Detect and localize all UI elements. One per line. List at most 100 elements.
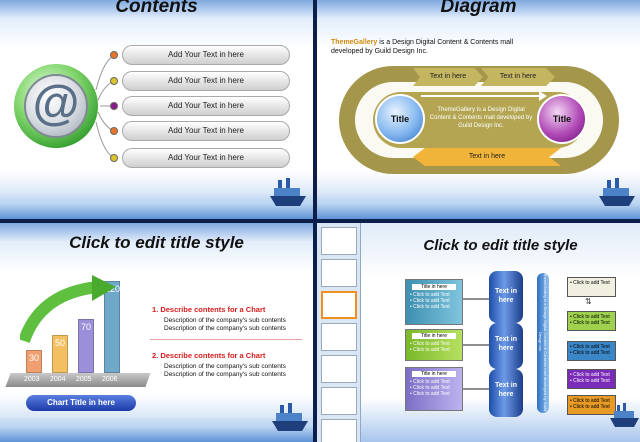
left-box-1[interactable]: Title in here • Click to add Text • Clic… [405,279,463,325]
ship-logo-icon [599,178,635,206]
left-box-3[interactable]: Title in here • Click to add Text • Clic… [405,367,463,411]
cylinder-3-label: Text in here [494,382,518,398]
connector-arrows [463,298,491,390]
left-box-1-line-1: • Click to add Text [410,292,450,298]
growth-arrow-icon [20,275,116,343]
right-box-4-line-2: • Click to add Text [570,378,610,384]
right-box-3-line-1: • Click to add Text [570,344,610,350]
right-box-1[interactable]: • Click to add Text [567,277,616,297]
center-description: ThemeGallery is a Design Digital Content… [429,107,533,129]
circle-left[interactable]: Title [375,94,425,144]
right-box-5[interactable]: • Click to add Text • Click to add Text [567,395,616,415]
bullet-dot-4 [110,127,118,135]
slide-title: Click to edit title style [69,233,244,252]
slide-top-band [317,0,640,18]
slide-chart[interactable]: Click to edit title style 305070120 2003… [0,223,313,442]
slide-thumbnail-4[interactable] [321,323,357,351]
right-box-2-line-2: • Click to add Text [570,320,610,326]
point-2-desc-1: Description of the company's sub content… [164,363,286,370]
ship-logo-icon [610,403,639,427]
right-box-4[interactable]: • Click to add Text • Click to add Text [567,369,616,389]
divider [150,339,302,340]
content-item-5[interactable]: Add Your Text in here [122,148,290,168]
slide-bottom-wave [0,193,313,219]
right-box-5-line-1: • Click to add Text [570,398,610,404]
right-box-5-line-2: • Click to add Text [570,404,610,410]
content-item-4[interactable]: Add Your Text in here [122,121,290,141]
right-box-3[interactable]: • Click to add Text • Click to add Text [567,341,616,361]
left-box-1-line-2: • Click to add Text [410,298,450,304]
slide-thumbnail-6[interactable] [321,387,357,415]
intro-paragraph: ThemeGallery is a Design Digital Content… [331,38,531,56]
bullet-dot-5 [110,154,118,162]
bar-chart: 305070120 [22,277,142,373]
bar-2004: 50 [52,335,68,373]
content-item-2[interactable]: Add Your Text in here [122,71,290,91]
vertical-label-text: ThemeGallery is a Design Digital Content… [538,273,548,412]
left-box-2-line-1: • Click to add Text [410,341,450,347]
top-arrow-1: Text in here [413,68,483,86]
slide-thumbnail-7[interactable] [321,419,357,442]
bullet-dot-2 [110,77,118,85]
top-arrow-1-label: Text in here [429,73,467,80]
cylinder-2-label: Text in here [494,336,518,352]
content-item-1[interactable]: Add Your Text in here [122,45,290,65]
cylinder-1[interactable]: Text in here [489,271,523,323]
ship-logo-icon [270,178,306,206]
slide-title: Click to edit title style [423,237,578,254]
chart-title-button-label: Chart Title in here [47,398,115,407]
chart-title-button[interactable]: Chart Title in here [26,395,136,411]
point-2-desc-2: Description of the company's sub content… [164,371,286,378]
slide-thumbnail-5[interactable] [321,355,357,383]
intro-text: is a Design Digital Content & Contents m… [331,39,514,55]
bottom-arrow-label: Text in here [468,153,506,160]
swap-arrows-icon: ⇅ [585,297,592,306]
cylinder-3[interactable]: Text in here [489,369,523,417]
year-label-2005: 2005 [76,376,92,383]
point-1-title: 1. Describe contents for a Chart [152,305,266,314]
right-box-2[interactable]: • Click to add Text • Click to add Text [567,311,616,331]
left-box-1-title: Title in here [412,284,456,290]
slide-top-band [0,223,313,241]
point-1-desc-2: Description of the company's sub content… [164,325,286,332]
at-icon: @ [32,77,80,130]
year-label-2006: 2006 [102,376,118,383]
slide-top-band [0,0,313,18]
right-box-4-line-1: • Click to add Text [570,372,610,378]
circle-left-label: Title [390,114,410,124]
slide-bottom-wave [0,416,313,442]
left-box-2[interactable]: Title in here • Click to add Text • Clic… [405,329,463,361]
point-2-title: 2. Describe contents for a Chart [152,351,266,360]
center-arrow-head-icon [539,91,547,101]
top-arrow-2-label: Text in here [499,73,537,80]
left-box-2-title: Title in here [412,333,456,339]
thumbnail-pane[interactable] [317,223,361,442]
point-1-desc-1: Description of the company's sub content… [164,317,286,324]
slide-thumbnail-3[interactable] [321,291,357,319]
vertical-label-bar[interactable]: ThemeGallery is a Design Digital Content… [537,273,549,413]
slide-contents[interactable]: Contents @ Add Your Text in here Add You… [0,0,313,219]
slide-editor-view[interactable]: Click to edit title style Title in here … [317,223,640,442]
left-box-3-line-3: • Click to add Text [410,391,450,397]
year-label-2004: 2004 [50,376,66,383]
intro-brand: ThemeGallery [331,39,378,46]
email-at-emblem: @ [14,64,98,148]
center-arrow-line [421,95,541,97]
top-arrow-2: Text in here [481,68,555,86]
circle-right-label: Title [552,114,572,124]
content-item-3[interactable]: Add Your Text in here [122,96,290,116]
bullet-dot-3 [110,102,118,110]
circle-right[interactable]: Title [537,94,587,144]
cylinder-2[interactable]: Text in here [489,323,523,369]
slide-thumbnail-2[interactable] [321,259,357,287]
slide-diagram[interactable]: Diagram ThemeGallery is a Design Digital… [317,0,640,219]
left-box-3-line-1: • Click to add Text [410,379,450,385]
left-box-3-title: Title in here [412,371,456,377]
bullet-dot-1 [110,51,118,59]
bar-2005: 70 [78,319,94,373]
ship-logo-icon [272,403,308,431]
slide-title: Contents [115,0,198,17]
bottom-arrow: Text in here [413,148,561,166]
slide-thumbnail-1[interactable] [321,227,357,255]
